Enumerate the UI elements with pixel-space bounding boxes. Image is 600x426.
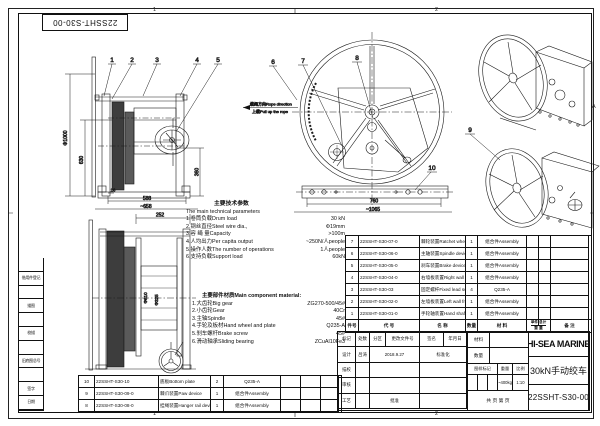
rope-note-en: 上缆Pull up the rope <box>252 108 289 114</box>
zone-ticks <box>8 9 594 417</box>
param-line: 4.人均出力Per capita output~250N/人people <box>186 238 345 245</box>
balloon-7: 7 <box>301 58 305 65</box>
iso-view-upper <box>478 34 593 131</box>
quantity-label: 数量 <box>467 347 490 364</box>
side-view-dimensions <box>65 73 204 210</box>
zone-label-right-A: A <box>592 104 596 110</box>
balloon-3: 3 <box>155 57 159 64</box>
rope-note-cn: 缆绳方向Rope direction <box>250 101 292 107</box>
tech-params-title-cn: 主要技术参数 <box>214 201 249 207</box>
balloon-5: 5 <box>216 57 220 64</box>
side-view <box>91 56 191 199</box>
weight-value: ~400kg <box>497 374 513 391</box>
dim-16: 16 <box>111 188 116 193</box>
front-view <box>292 32 454 208</box>
rope-arrow-icon <box>243 105 250 110</box>
iso-balloon-9 <box>465 133 501 161</box>
dim-760: 760 <box>370 199 379 205</box>
bom-cell: 6 <box>346 248 359 260</box>
balloon-9: 9 <box>468 127 472 134</box>
rope-direction-note <box>243 105 298 110</box>
balloon-6: 6 <box>271 59 275 66</box>
param-line: 2.钢丝直径Steel wire dia.,Φ19mm <box>186 223 345 230</box>
quantity-value <box>489 347 529 364</box>
bom-cell: 4 <box>346 272 359 284</box>
dim-588: 588 <box>143 196 152 202</box>
strip-label: 日期 <box>19 396 43 410</box>
pages-label: 共 页 第 页 <box>467 390 529 411</box>
component-materials: 主要部件材质Main component material: 1.大齿轮Big … <box>192 293 349 346</box>
bom-cell: 5 <box>346 260 359 272</box>
balloon-8: 8 <box>355 55 359 62</box>
balloon-4: 4 <box>195 57 199 64</box>
drawing-number: 22SSHT-S30-00 <box>528 384 589 411</box>
iso-view-lower <box>485 148 600 229</box>
front-view-dimensions <box>294 198 452 213</box>
zone-label-top-1: 1 <box>153 7 157 13</box>
dim-phi1000: Φ1000 <box>63 130 69 145</box>
tech-params: 主要技术参数 The main technical parameters 1.卷… <box>186 201 349 262</box>
param-line: 3.容 绳 量Capacity>100m <box>186 231 345 238</box>
strip-label: 签字 <box>19 382 43 396</box>
dim-658: ~658 <box>140 204 151 210</box>
dim-252: 252 <box>156 213 165 219</box>
outer-border <box>8 8 594 419</box>
balloon-10: 10 <box>428 165 436 172</box>
materials-title: 主要部件材质Main component material: <box>202 293 302 299</box>
product-name: 30kN手动绞车 <box>528 356 589 385</box>
dim-360: 360 <box>195 168 201 177</box>
material-value <box>489 331 529 348</box>
bom-cell: 3 <box>346 284 359 296</box>
drum-view <box>85 219 196 374</box>
zone-label-bottom-1: 1 <box>153 411 157 417</box>
material-label: 材料 <box>467 331 490 348</box>
strip-label: 借用件登记 <box>19 272 43 286</box>
balloon-2: 2 <box>130 57 134 64</box>
tech-params-title-en: The main technical parameters <box>186 208 261 215</box>
dim-phi610: Φ610 <box>143 292 148 304</box>
strip-label: 旧底图总号 <box>19 355 43 369</box>
bom-cell: 7 <box>346 236 359 248</box>
left-margin-strip: 借用件登记 描图 校描 旧底图总号 签字 日期 <box>18 258 44 411</box>
zone-label-top-2: 2 <box>435 7 439 13</box>
dim-1065: ~1065 <box>366 207 380 213</box>
balloon-1: 1 <box>110 57 114 64</box>
scale-value: 1:10 <box>512 374 529 391</box>
dim-630: 630 <box>79 156 85 165</box>
front-view-balloons <box>298 61 437 191</box>
side-view-balloons <box>103 63 298 133</box>
strip-label: 描图 <box>19 299 43 314</box>
zone-label-bottom-2: 2 <box>435 411 439 417</box>
drum-view-dimensions <box>135 214 191 224</box>
dim-phi325: Φ325 <box>154 294 159 306</box>
bom-cell: 2 <box>346 296 359 308</box>
strip-label: 校描 <box>19 327 43 341</box>
company-name: HI-SEA MARINE <box>528 331 589 357</box>
